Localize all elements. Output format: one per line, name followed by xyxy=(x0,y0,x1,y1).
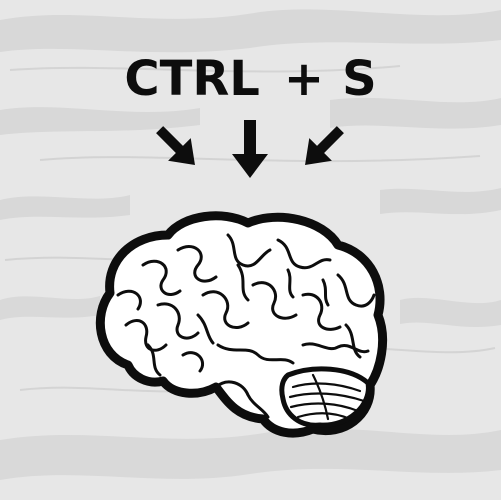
plus-sign: + xyxy=(283,51,325,107)
arrow-down-right-icon xyxy=(156,126,195,165)
arrow-down-left-icon xyxy=(305,126,344,165)
cerebellum-folds xyxy=(288,373,366,421)
arrow-down-icon xyxy=(232,120,268,178)
cerebellum xyxy=(279,366,371,428)
keyboard-shortcut-title: CTRL + S xyxy=(0,50,501,108)
s-key-label: S xyxy=(342,51,377,107)
brain-folds xyxy=(116,233,376,419)
arrows-group xyxy=(156,120,344,178)
brain-icon xyxy=(95,211,388,438)
ctrl-key-label: CTRL xyxy=(124,51,260,107)
